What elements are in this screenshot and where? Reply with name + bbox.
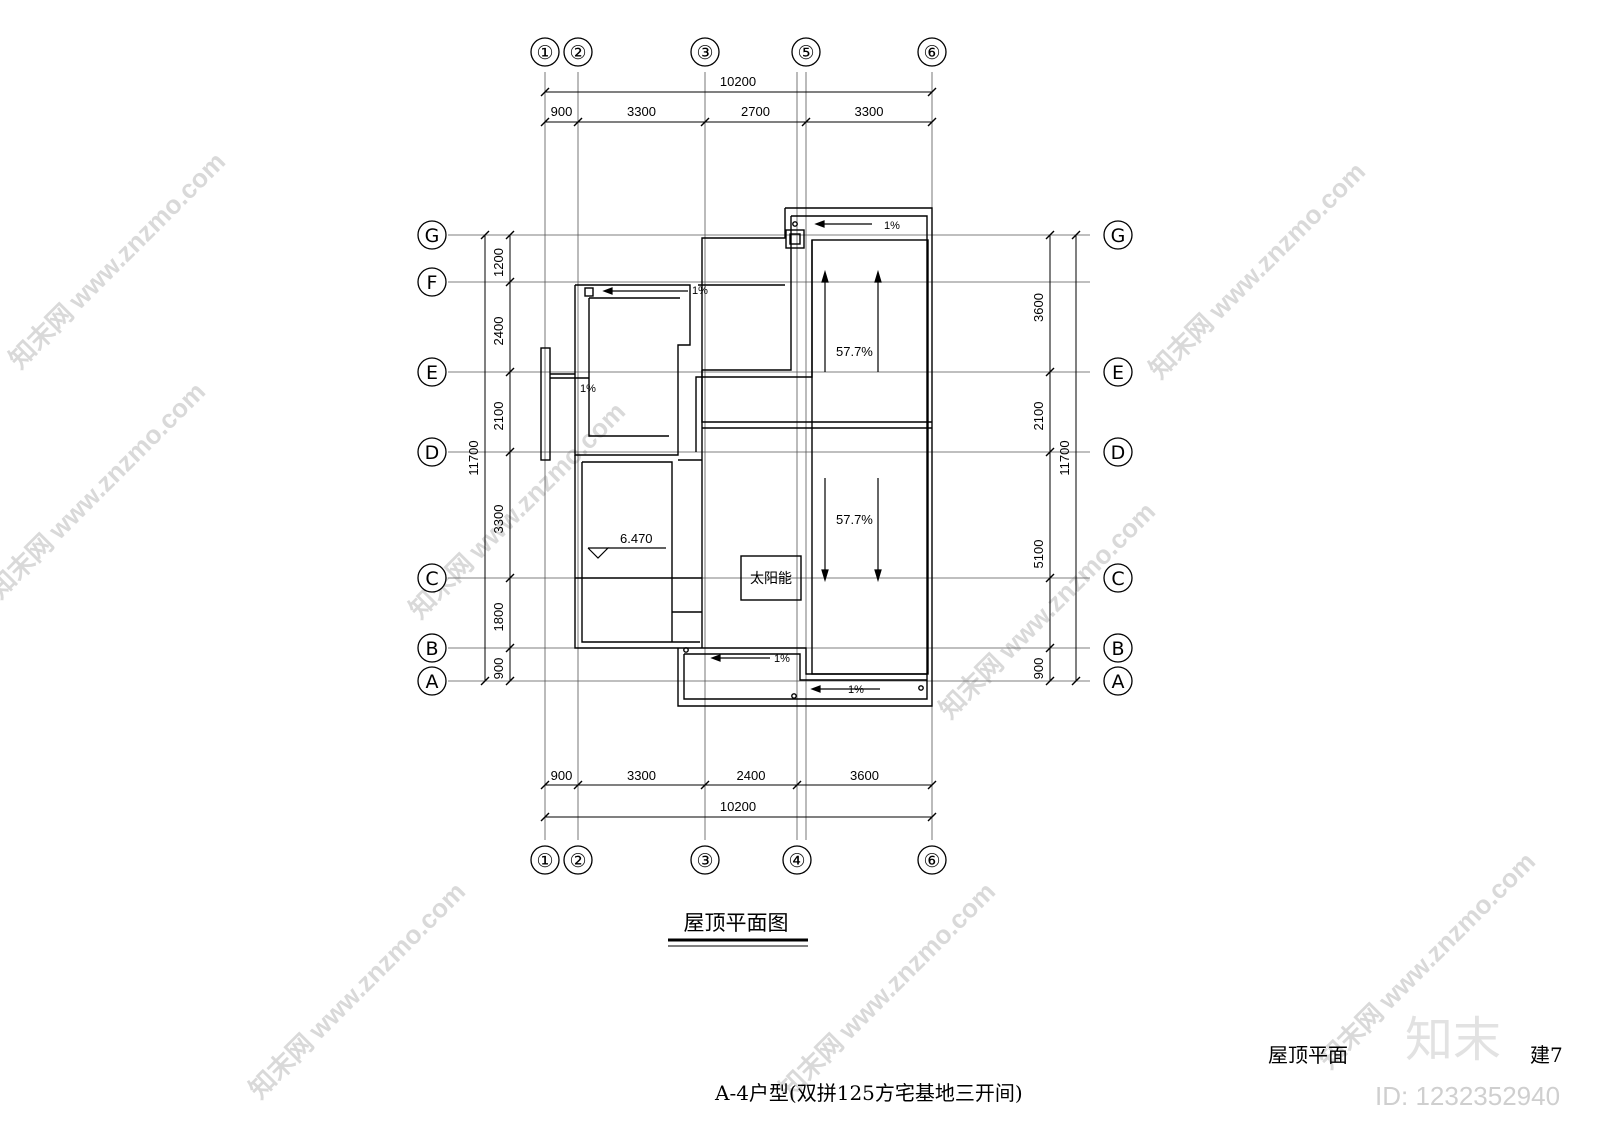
- axis-bubble-right: E: [1103, 357, 1133, 387]
- dimension-right: 5100: [1031, 540, 1046, 569]
- axis-bubble-left-label: B: [425, 638, 438, 660]
- axis-bubble-left: C: [417, 563, 447, 593]
- dimension-bottom: 2400: [737, 768, 766, 783]
- axis-bubble-bottom: ①: [530, 845, 560, 875]
- solar-panel-box: 太阳能: [740, 555, 802, 601]
- axis-bubble-bottom-label: ④: [788, 850, 805, 872]
- axis-bubble-top-label: ⑤: [797, 42, 814, 64]
- dimension-total-bottom: 10200: [720, 799, 756, 814]
- axis-bubble-top: ⑥: [917, 37, 947, 67]
- axis-bubble-left: G: [417, 220, 447, 250]
- watermark-text: 知末网www.znzmo.com: [773, 876, 1001, 1104]
- dimension-bottom: 3300: [627, 768, 656, 783]
- elevation-label: 6.470: [620, 531, 653, 546]
- watermark-id: ID: 1232352940: [1375, 1081, 1560, 1111]
- solar-panel-label: 太阳能: [750, 571, 792, 587]
- watermark-layer: 知末网www.znzmo.com 知末网www.znzmo.com 知末网www…: [0, 146, 1541, 1104]
- axis-bubble-top: ①: [530, 37, 560, 67]
- axis-bubble-left: F: [417, 267, 447, 297]
- dimension-total-left: 11700: [466, 440, 481, 475]
- roof-outline: [540, 207, 933, 707]
- axis-bubble-left: E: [417, 357, 447, 387]
- axis-bubble-left: D: [417, 437, 447, 467]
- gutter-slope-label: 1%: [884, 220, 900, 232]
- axis-bubble-left-label: E: [426, 362, 438, 384]
- sheet-number: 建7: [1530, 1043, 1563, 1067]
- axis-bubble-left-label: C: [425, 568, 438, 590]
- axis-bubble-left-label: F: [427, 272, 438, 294]
- dimension-total-right: 11700: [1057, 440, 1072, 475]
- dimension-top: 3300: [627, 104, 656, 119]
- axis-bubble-right-label: A: [1112, 671, 1125, 693]
- slope-label-upper: 57.7%: [836, 344, 873, 359]
- axis-bubble-right-label: B: [1111, 638, 1124, 660]
- axis-bubble-right: G: [1103, 220, 1133, 250]
- dimension-right: 3600: [1031, 293, 1046, 322]
- dimension-bottom: 900: [551, 768, 573, 783]
- axis-bubble-top-label: ⑥: [923, 42, 940, 64]
- gutter-slope-label: 1%: [774, 653, 790, 665]
- project-name: A-4户型(双拼125方宅基地三开间): [714, 1081, 1023, 1105]
- dimension-right: 900: [1031, 658, 1046, 680]
- axis-bubble-top-label: ②: [569, 42, 586, 64]
- gutter-slope-label: 1%: [848, 684, 864, 696]
- watermark-text: 知末网www.znzmo.com: [1143, 156, 1371, 384]
- slope-arrows: [602, 220, 882, 693]
- gutter-slope-label: 1%: [580, 383, 596, 395]
- axis-bubble-top-label: ③: [696, 42, 713, 64]
- axis-bubble-right: B: [1103, 633, 1133, 663]
- watermark-brand: 知末: [1405, 1012, 1501, 1068]
- drawing-title: 屋顶平面图: [684, 911, 789, 935]
- dimension-top: 3300: [855, 104, 884, 119]
- axis-bubble-top: ③: [690, 37, 720, 67]
- dimension-right: 2100: [1031, 402, 1046, 431]
- axis-bubble-left-label: D: [425, 442, 440, 464]
- axis-bubble-left-label: A: [426, 671, 439, 693]
- axis-bubble-top: ⑤: [791, 37, 821, 67]
- axis-bubble-right: A: [1103, 666, 1133, 696]
- dimension-total-top: 10200: [720, 74, 756, 89]
- dimension-left: 2100: [491, 402, 506, 431]
- axis-bubble-bottom-label: ③: [696, 850, 713, 872]
- dimension-top: 2700: [741, 104, 770, 119]
- dimension-left: 2400: [491, 317, 506, 346]
- watermark-text: 知末网www.znzmo.com: [0, 376, 211, 604]
- axis-bubble-bottom: ⑥: [917, 845, 947, 875]
- gutter-slope-label: 1%: [692, 285, 708, 297]
- axis-bubble-bottom-label: ⑥: [923, 850, 940, 872]
- axis-bubble-top-label: ①: [536, 42, 553, 64]
- axis-bubble-right-label: G: [1111, 225, 1126, 247]
- axis-bubble-bottom: ③: [690, 845, 720, 875]
- dimension-lines: [480, 87, 1081, 822]
- axis-bubble-right-label: D: [1111, 442, 1126, 464]
- dimension-bottom: 3600: [850, 768, 879, 783]
- axis-bubble-top: ②: [563, 37, 593, 67]
- axis-bubble-bottom-label: ①: [536, 850, 553, 872]
- axis-bubble-right-label: C: [1111, 568, 1124, 590]
- axis-bubble-bottom-label: ②: [569, 850, 586, 872]
- dimension-left: 1800: [491, 603, 506, 632]
- slope-label-lower: 57.7%: [836, 512, 873, 527]
- dimension-left: 900: [491, 658, 506, 680]
- axis-bubble-right: D: [1103, 437, 1133, 467]
- axis-bubble-left: A: [417, 666, 447, 696]
- watermark-text: 知末网www.znzmo.com: [243, 876, 471, 1104]
- axis-bubble-left-label: G: [425, 225, 440, 247]
- dimension-left: 1200: [491, 248, 506, 277]
- grid-lines: [448, 72, 1090, 840]
- sheet-name: 屋顶平面: [1268, 1043, 1348, 1067]
- axis-bubble-bottom: ②: [563, 845, 593, 875]
- axis-bubble-bottom: ④: [782, 845, 812, 875]
- elevation-marker: [587, 547, 666, 559]
- axis-bubble-right: C: [1103, 563, 1133, 593]
- axis-bubble-left: B: [417, 633, 447, 663]
- dimension-top: 900: [551, 104, 573, 119]
- watermark-text: 知末网www.znzmo.com: [3, 146, 231, 374]
- dimension-left: 3300: [491, 505, 506, 534]
- axis-bubble-right-label: E: [1112, 362, 1124, 384]
